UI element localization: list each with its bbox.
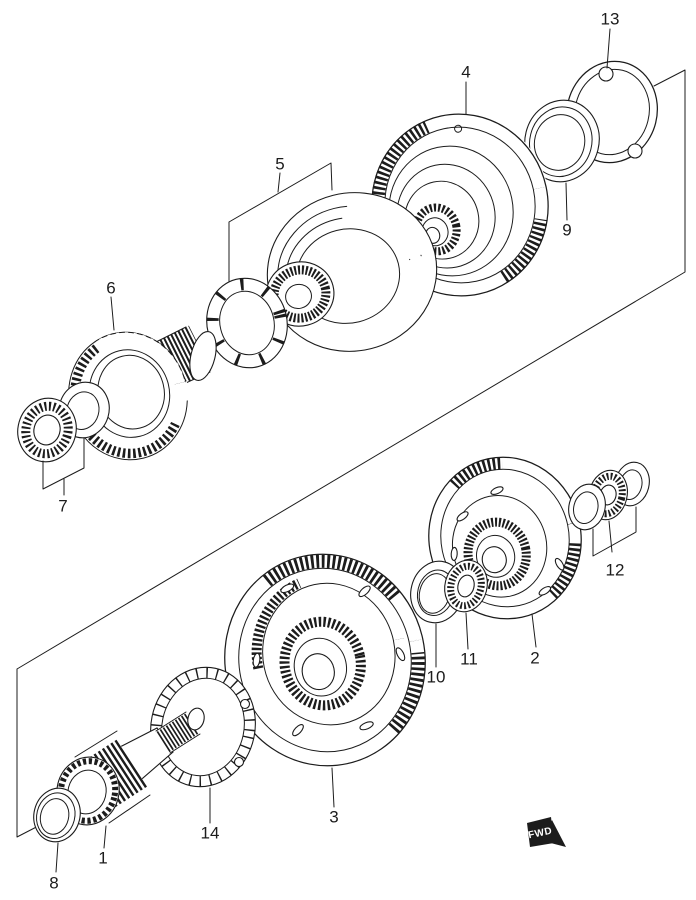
callout-part-13: 13 bbox=[600, 9, 620, 29]
sun-gear-splines bbox=[279, 616, 366, 711]
bearing-inner bbox=[33, 414, 61, 446]
leader-lines bbox=[42, 28, 637, 873]
bracket-7 bbox=[42, 437, 85, 490]
groove-arc bbox=[277, 205, 424, 342]
sun-gear-face bbox=[293, 637, 348, 697]
face-arc bbox=[262, 582, 396, 726]
part-11-bearing bbox=[444, 559, 488, 613]
ring-segments bbox=[150, 667, 256, 787]
slot-hole bbox=[490, 486, 504, 495]
ring-mid bbox=[529, 106, 593, 178]
rear-hub-end bbox=[189, 331, 217, 381]
part-7-bearing-washer bbox=[17, 381, 110, 463]
rim-inner-edge bbox=[440, 468, 570, 608]
leader-3 bbox=[331, 767, 335, 808]
washer-inner bbox=[573, 491, 599, 525]
part-5-clutch-assembly bbox=[206, 192, 438, 369]
part-6-gear bbox=[67, 324, 217, 462]
pinion-contour bbox=[74, 730, 151, 824]
slot-hole bbox=[554, 557, 565, 571]
ring-inner bbox=[161, 677, 245, 777]
snap-ring-hook bbox=[598, 66, 614, 82]
leader-8 bbox=[55, 842, 59, 873]
pinion-face-scallops bbox=[57, 758, 119, 824]
slot-hole bbox=[292, 724, 304, 737]
part-5-group-sheet bbox=[228, 162, 333, 282]
callout-part-4: 4 bbox=[461, 62, 471, 82]
ring-mid bbox=[36, 792, 76, 840]
leader-12 bbox=[608, 520, 613, 553]
slot-hole bbox=[395, 647, 406, 662]
sheet-outline bbox=[228, 162, 333, 282]
ring-tab bbox=[233, 756, 245, 768]
callout-part-6: 6 bbox=[106, 278, 116, 298]
bore-face bbox=[476, 534, 516, 578]
ring-outer bbox=[524, 99, 600, 183]
callout-part-8: 8 bbox=[49, 873, 59, 893]
slot-hole bbox=[359, 721, 374, 731]
fwd-label: FWD bbox=[527, 826, 553, 842]
callout-part-2: 2 bbox=[530, 648, 540, 668]
rim-inner-edge bbox=[238, 567, 412, 753]
ring-inner bbox=[39, 798, 70, 835]
bearing-rollers bbox=[21, 401, 73, 459]
ring-outer bbox=[33, 787, 81, 843]
leader-1 bbox=[103, 825, 107, 849]
slot-hole bbox=[252, 652, 261, 668]
callout-part-10: 10 bbox=[426, 667, 446, 687]
bearing-rollers bbox=[447, 562, 485, 610]
callout-part-14: 14 bbox=[200, 823, 220, 843]
callout-part-5: 5 bbox=[275, 154, 285, 174]
leader-9 bbox=[565, 182, 568, 221]
callout-part-1: 1 bbox=[98, 848, 108, 868]
snap-ring-hook bbox=[627, 143, 643, 159]
callout-part-11: 11 bbox=[460, 649, 478, 669]
fwd-arrow-icon: FWD bbox=[527, 817, 566, 847]
sun-gear-teeth bbox=[412, 203, 461, 256]
ring-tab bbox=[239, 698, 251, 710]
ring-inner bbox=[533, 114, 586, 171]
part-9-seal-ring bbox=[524, 99, 600, 183]
leader-11 bbox=[465, 612, 469, 650]
slot-hole bbox=[450, 546, 458, 561]
callout-part-3: 3 bbox=[329, 807, 339, 827]
center-bore bbox=[481, 546, 507, 574]
shaft-splines bbox=[156, 712, 200, 753]
groove-arc bbox=[285, 217, 412, 333]
slot-hole bbox=[358, 585, 371, 598]
bearing-rollers bbox=[590, 472, 626, 518]
leader-5 bbox=[277, 172, 281, 193]
face-hole bbox=[454, 124, 463, 133]
callout-part-12: 12 bbox=[605, 560, 625, 580]
spline-contour bbox=[155, 711, 201, 754]
hub-splines bbox=[269, 265, 331, 323]
slot-hole bbox=[456, 511, 469, 522]
part-14-snap-ring bbox=[150, 666, 256, 788]
retainer-lobes bbox=[206, 278, 288, 368]
slot-hole bbox=[280, 583, 295, 594]
washer-outer bbox=[568, 483, 606, 531]
part-8-o-ring bbox=[33, 787, 81, 843]
pinion-face-inner bbox=[67, 769, 107, 815]
part-12-bearing-set bbox=[568, 461, 650, 531]
fwd-arrowhead bbox=[543, 820, 566, 847]
bearing-inner bbox=[457, 574, 475, 598]
frame-line bbox=[16, 69, 686, 838]
slot-hole bbox=[538, 586, 552, 596]
part-3-ring-gear-drum bbox=[224, 553, 426, 767]
retainer-inner bbox=[219, 290, 275, 356]
leader-2 bbox=[531, 613, 537, 648]
leader-13 bbox=[606, 28, 611, 69]
leader-6 bbox=[110, 296, 115, 331]
callout-part-7: 7 bbox=[58, 496, 68, 516]
hub-bore bbox=[285, 283, 312, 309]
callout-part-9: 9 bbox=[562, 220, 572, 240]
bracket-12 bbox=[592, 506, 637, 557]
shaft-end-cap bbox=[187, 707, 205, 731]
frame-border bbox=[16, 69, 686, 838]
center-bore bbox=[301, 653, 335, 691]
